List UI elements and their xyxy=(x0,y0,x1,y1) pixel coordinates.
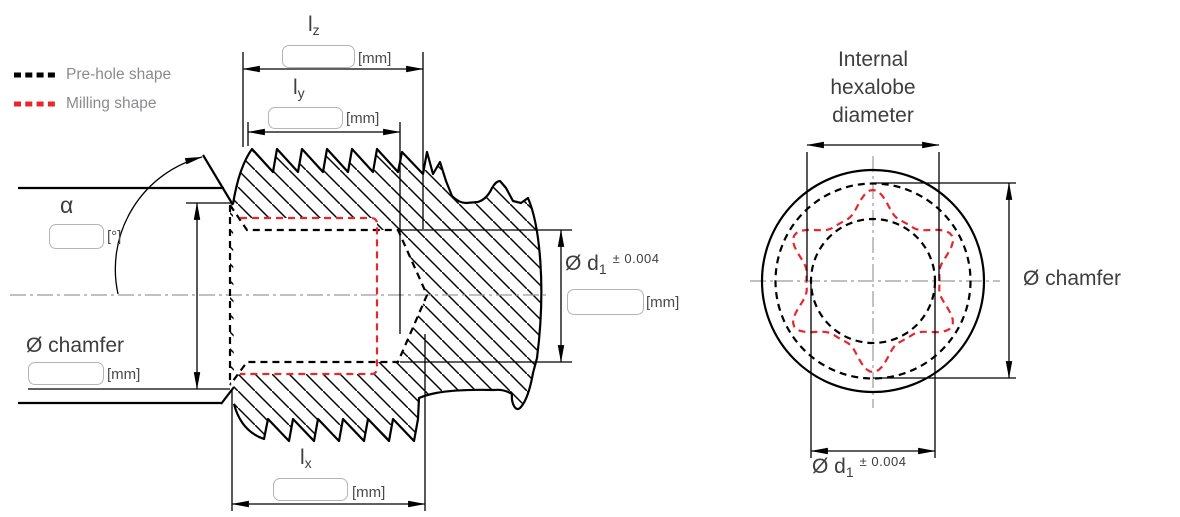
ly-input[interactable] xyxy=(268,107,343,129)
dimension-hexalobe-diameter xyxy=(806,141,940,281)
dimension-lx xyxy=(231,334,426,511)
chamfer-left-input[interactable] xyxy=(28,362,104,385)
legend-item-pre-hole: Pre-hole shape xyxy=(13,60,171,89)
alpha-label: α xyxy=(60,192,74,218)
ly-label: ly xyxy=(293,76,305,101)
lx-label: lx xyxy=(300,446,312,471)
pre-hole-dash-swatch xyxy=(14,72,58,77)
pre-hole-outline xyxy=(228,204,429,386)
lx-input[interactable] xyxy=(273,478,348,501)
dimension-alpha-arc xyxy=(114,156,203,295)
thread-profile-outline xyxy=(231,147,543,443)
alpha-unit: [°] xyxy=(107,228,122,245)
od-chamfer-edge-bottom xyxy=(220,386,235,405)
od-chamfer-edge-top xyxy=(202,154,234,206)
thread-od-circle xyxy=(760,168,986,394)
dimension-lz xyxy=(242,52,424,229)
legend-label-milling: Milling shape xyxy=(66,94,157,112)
left-section-view xyxy=(10,52,572,511)
ly-unit: [mm] xyxy=(346,110,380,127)
dimension-chamfer-right xyxy=(873,182,1016,379)
lz-label: lz xyxy=(308,13,320,38)
chamfer-left-label: Ø chamfer xyxy=(26,334,125,357)
dimension-chamfer-left xyxy=(28,202,233,390)
legend-label-pre-hole: Pre-hole shape xyxy=(66,65,172,83)
right-view-title: Internal hexalobe diameter xyxy=(830,48,916,127)
d1-right-label: Ø d1± 0.004 xyxy=(812,454,907,480)
chamfer-right-label: Ø chamfer xyxy=(1023,267,1122,290)
dimension-d1-right xyxy=(810,281,936,458)
right-face-view xyxy=(750,141,1016,458)
legend: Pre-hole shape Milling shape xyxy=(13,60,171,118)
section-hatch-fill xyxy=(230,149,542,441)
lx-unit: [mm] xyxy=(352,484,386,501)
d1-input[interactable] xyxy=(567,289,644,315)
lz-unit: [mm] xyxy=(358,50,392,67)
milling-dash-swatch xyxy=(14,101,58,106)
d1-left-label: Ø d1± 0.004 xyxy=(565,251,660,277)
legend-item-milling: Milling shape xyxy=(13,89,171,118)
milling-outline xyxy=(240,216,379,376)
alpha-input[interactable] xyxy=(49,224,104,249)
dimension-ly xyxy=(247,122,401,334)
chamfer-left-unit: [mm] xyxy=(107,366,141,383)
dimension-d1-left xyxy=(398,229,572,363)
d1-left-unit: [mm] xyxy=(646,294,680,311)
lz-input[interactable] xyxy=(282,45,355,68)
